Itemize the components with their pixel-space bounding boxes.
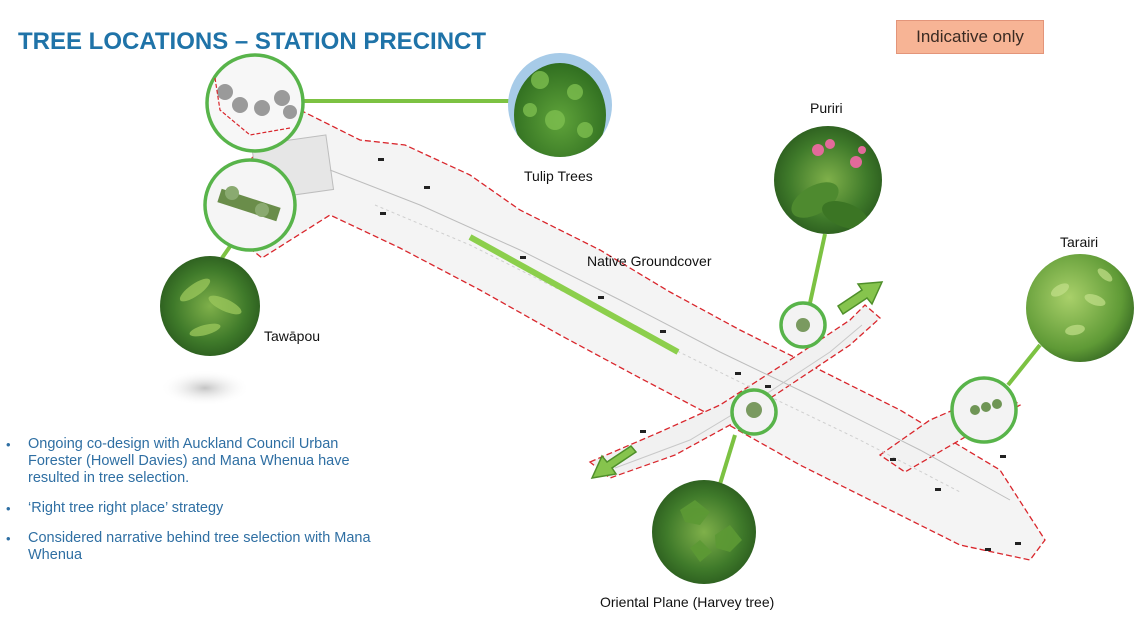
callout-puriri-area bbox=[779, 301, 827, 349]
tarairi-photo bbox=[1026, 254, 1134, 362]
callout-tarairi-area bbox=[950, 376, 1018, 444]
oriental-plane-photo bbox=[652, 480, 756, 584]
plan-markers bbox=[378, 158, 1021, 551]
note-item: • ‘Right tree right place’ strategy bbox=[6, 500, 386, 517]
note-text: ‘Right tree right place’ strategy bbox=[28, 500, 224, 516]
native-groundcover-strip bbox=[468, 234, 680, 355]
arrow-northeast bbox=[836, 281, 884, 316]
puriri-label: Puriri bbox=[810, 100, 843, 116]
tawapou-shadow bbox=[160, 370, 250, 406]
puriri-photo bbox=[774, 126, 882, 234]
callout-tawapou-area bbox=[203, 158, 297, 252]
main-corridor bbox=[229, 109, 1046, 561]
arrow-southwest bbox=[590, 445, 638, 479]
note-text: Considered narrative behind tree selecti… bbox=[28, 530, 371, 563]
tulip-tree-photo bbox=[508, 53, 612, 157]
callout-tulip-area bbox=[205, 53, 305, 153]
tulip-trees-label: Tulip Trees bbox=[524, 168, 593, 184]
oriental-plane-label: Oriental Plane (Harvey tree) bbox=[600, 594, 775, 610]
note-item: • Ongoing co-design with Auckland Council… bbox=[6, 436, 386, 487]
callout-plane-area bbox=[730, 388, 778, 436]
indicative-only-badge: Indicative only bbox=[896, 20, 1044, 54]
cross-walkway bbox=[588, 304, 881, 479]
notes-list: • Ongoing co-design with Auckland Council… bbox=[6, 436, 386, 577]
bullet-marker: • bbox=[6, 501, 11, 516]
bullet-marker: • bbox=[6, 437, 11, 452]
tawapou-label: Tawāpou bbox=[264, 328, 321, 344]
note-text: Ongoing co-design with Auckland Council … bbox=[28, 436, 350, 486]
note-item: • Considered narrative behind tree select… bbox=[6, 530, 386, 564]
corridor-edge-line bbox=[374, 204, 961, 493]
tawapou-photo bbox=[160, 256, 260, 356]
tarairi-label: Tarairi bbox=[1060, 234, 1099, 250]
native-groundcover-label: Native Groundcover bbox=[587, 253, 712, 269]
corridor-centerline bbox=[329, 169, 1011, 501]
slide-title: TREE LOCATIONS – STATION PRECINCT bbox=[18, 28, 487, 55]
bullet-marker: • bbox=[6, 531, 11, 546]
